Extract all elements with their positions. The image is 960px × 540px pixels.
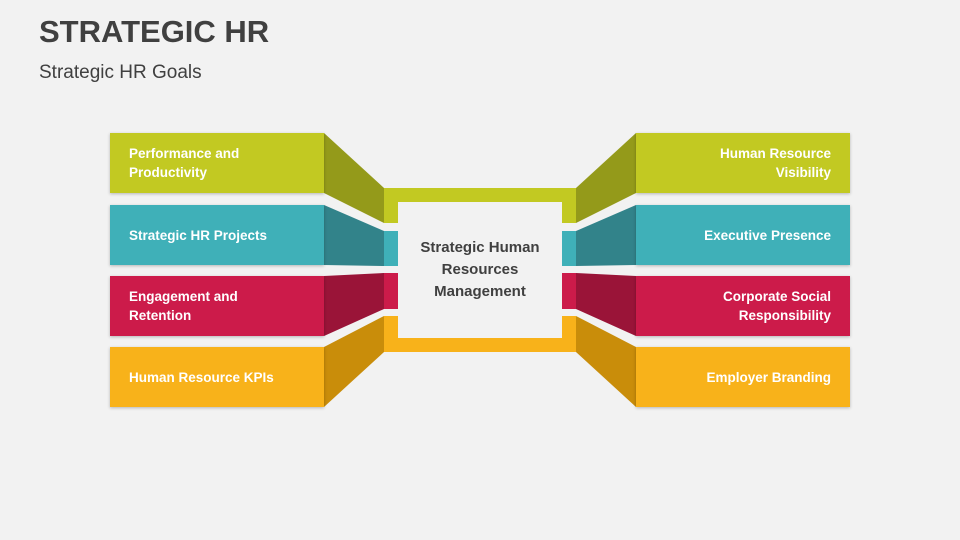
goal-label: Performance and Productivity — [129, 146, 240, 180]
frame-gold — [384, 316, 576, 352]
frame-red-right — [562, 273, 576, 309]
goal-box-employer-branding: Employer Branding — [636, 347, 850, 407]
goal-label: Corporate Social Responsibility — [722, 289, 831, 323]
connector-right-green — [576, 133, 636, 223]
center-label: Strategic Human Resources Management — [420, 239, 540, 300]
connector-right-teal — [576, 205, 636, 266]
center-hub: Strategic Human Resources Management — [398, 202, 562, 338]
goal-box-engagement: Engagement and Retention — [110, 276, 324, 336]
frame-red-left — [384, 273, 398, 309]
goal-label: Strategic HR Projects — [129, 227, 268, 243]
goal-label: Human Resource Visibility — [719, 146, 831, 180]
frame-green — [384, 188, 576, 223]
connector-left-teal — [324, 205, 384, 266]
goal-box-performance: Performance and Productivity — [110, 133, 324, 193]
goal-label: Employer Branding — [706, 369, 831, 385]
goal-box-strategic-projects: Strategic HR Projects — [110, 205, 324, 265]
frame-teal-left — [384, 231, 398, 266]
connector-left-green — [324, 133, 384, 223]
goal-box-hr-kpis: Human Resource KPIs — [110, 347, 324, 407]
goal-box-hr-visibility: Human Resource Visibility — [636, 133, 850, 193]
goal-box-csr: Corporate Social Responsibility — [636, 276, 850, 336]
page-title: STRATEGIC HR — [39, 14, 270, 49]
goal-label: Executive Presence — [704, 227, 831, 243]
connector-right-red — [576, 273, 636, 336]
connector-left-red — [324, 273, 384, 336]
connector-right-gold — [576, 316, 636, 407]
goal-label: Engagement and Retention — [129, 289, 238, 323]
goal-box-executive-presence: Executive Presence — [636, 205, 850, 265]
goal-label: Human Resource KPIs — [129, 369, 274, 385]
page-subtitle: Strategic HR Goals — [39, 62, 202, 83]
connector-left-gold — [324, 316, 384, 407]
frame-teal-right — [562, 231, 576, 266]
